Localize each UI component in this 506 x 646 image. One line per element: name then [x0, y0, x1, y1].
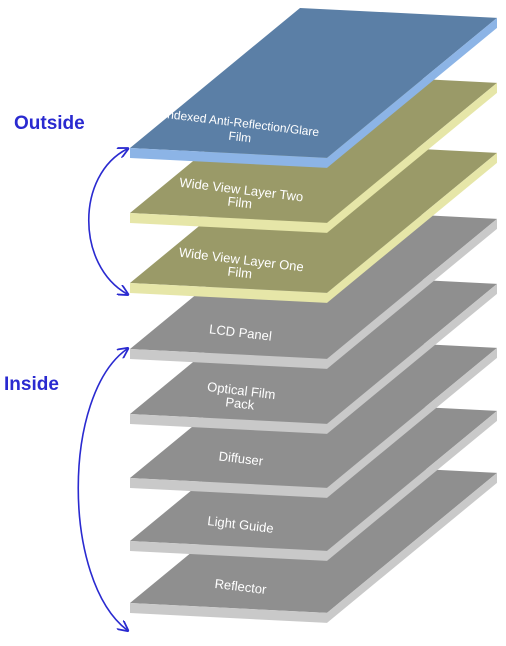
outside-label: Outside — [14, 113, 85, 134]
layer-front-face — [130, 603, 327, 623]
layer-label-line: Film — [227, 264, 253, 282]
layer-front-face — [130, 414, 327, 434]
outside-bracket-arrow — [88, 149, 127, 294]
layer-label: Diffuser — [218, 448, 265, 468]
layer-label-line: Diffuser — [218, 448, 265, 468]
layer-label-line: Film — [227, 194, 253, 212]
layer-side-face — [327, 283, 497, 434]
layer-side-face — [327, 17, 497, 168]
layer-front-face — [130, 478, 327, 498]
layer-side-face — [327, 82, 497, 233]
layer-front-face — [130, 213, 327, 233]
layer-label-line: Pack — [225, 394, 256, 412]
layer-side-face — [327, 472, 497, 623]
layer-label: Reflector — [214, 576, 268, 597]
layer-top-face — [130, 8, 497, 158]
layer-label-line: Film — [228, 129, 252, 146]
layer-side-face — [327, 152, 497, 303]
layer-label: LCD Panel — [208, 321, 272, 343]
layer-front-face — [130, 148, 327, 168]
layer-front-face — [130, 349, 327, 369]
layer-side-face — [327, 218, 497, 369]
layer-front-face — [130, 541, 327, 561]
layer-front-face — [130, 283, 327, 303]
layer-side-face — [327, 347, 497, 498]
inside-label: Inside — [4, 374, 59, 395]
arrows-group — [77, 149, 127, 630]
layer-anti-reflection-film: Indexed Anti-Reflection/GlareFilm — [130, 8, 497, 168]
inside-bracket-arrow — [77, 349, 127, 630]
layer-label-line: Reflector — [214, 576, 268, 597]
layer-label-line: LCD Panel — [208, 321, 272, 343]
layer-side-face — [327, 410, 497, 561]
